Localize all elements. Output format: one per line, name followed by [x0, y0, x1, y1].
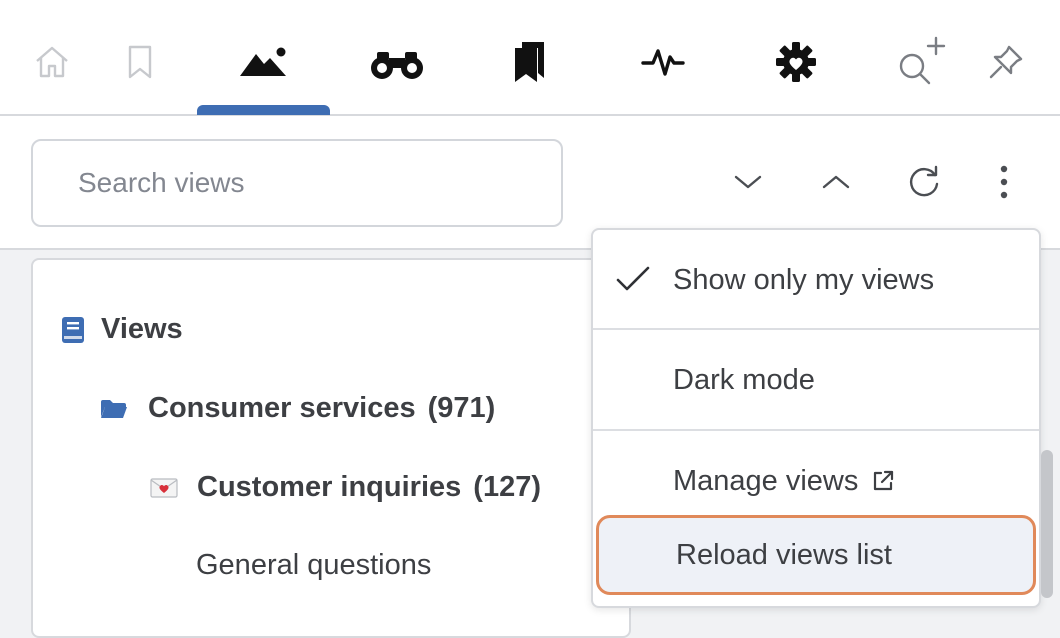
tree-group-customer-inquiries[interactable]: Customer inquiries (127): [150, 471, 541, 504]
activity-icon: [640, 42, 686, 82]
tab-bookmarks[interactable]: [492, 24, 568, 100]
bookmarks-icon: [510, 40, 550, 84]
external-link-icon: [870, 468, 896, 494]
search-input[interactable]: [31, 139, 563, 227]
tab-settings[interactable]: [758, 24, 834, 100]
more-vertical-icon: [998, 164, 1010, 205]
tab-explore[interactable]: [359, 24, 435, 100]
menu-item-dark-mode[interactable]: Dark mode: [593, 330, 1039, 430]
checkmark-icon: [615, 266, 651, 300]
binoculars-icon: [368, 42, 426, 82]
menu-item-reload-views-list[interactable]: Reload views list: [596, 515, 1036, 595]
tab-activity[interactable]: [625, 24, 701, 100]
folder-icon: [100, 398, 128, 420]
gear-icon: [774, 40, 818, 84]
refresh-icon: [906, 164, 942, 205]
views-panel: Views Consumer services (971) Customer i…: [31, 258, 631, 638]
top-toolbar: [0, 0, 1060, 116]
group-count: (127): [473, 471, 541, 503]
view-label: General questions: [196, 549, 432, 581]
expand-all-button[interactable]: [720, 156, 776, 212]
collapse-all-button[interactable]: [808, 156, 864, 212]
refresh-button[interactable]: [896, 156, 952, 212]
home-button[interactable]: [14, 24, 90, 100]
folder-label: Consumer services: [148, 392, 416, 424]
active-tab-indicator: [197, 105, 330, 115]
search-plus-icon: [892, 34, 948, 90]
menu-item-show-only-my-views[interactable]: Show only my views: [593, 230, 1039, 330]
menu-item-label: Dark mode: [673, 363, 815, 396]
menu-item-manage-views[interactable]: Manage views: [593, 431, 1039, 531]
search-add-button[interactable]: [882, 24, 958, 100]
folder-count: (971): [427, 392, 496, 424]
menu-divider: [593, 429, 1039, 431]
tree-folder-consumer-services[interactable]: Consumer services (971): [100, 392, 495, 425]
tree-root-views[interactable]: Views: [61, 313, 183, 346]
tree-view-general-questions[interactable]: General questions: [196, 549, 431, 582]
scrollbar-thumb[interactable]: [1041, 450, 1053, 598]
more-options-button[interactable]: [976, 156, 1032, 212]
menu-divider: [593, 328, 1039, 330]
pin-button[interactable]: [968, 24, 1044, 100]
chevron-down-icon: [733, 172, 763, 197]
menu-item-label: Manage views: [673, 464, 859, 497]
menu-item-label: Reload views list: [676, 538, 892, 571]
views-mountain-icon: [238, 42, 290, 82]
love-letter-icon: [150, 477, 178, 498]
tree-root-label: Views: [101, 313, 183, 345]
pin-icon: [986, 42, 1026, 82]
tab-views[interactable]: [226, 24, 302, 100]
menu-item-label: Show only my views: [673, 263, 935, 296]
search-row: [0, 116, 1060, 250]
options-menu: Show only my views Dark mode Manage view…: [591, 228, 1041, 608]
group-label: Customer inquiries: [197, 471, 462, 503]
saved-button[interactable]: [102, 24, 178, 100]
views-book-icon: [61, 316, 85, 344]
chevron-up-icon: [821, 172, 851, 197]
home-icon: [32, 42, 72, 82]
bookmark-outline-icon: [120, 42, 160, 82]
